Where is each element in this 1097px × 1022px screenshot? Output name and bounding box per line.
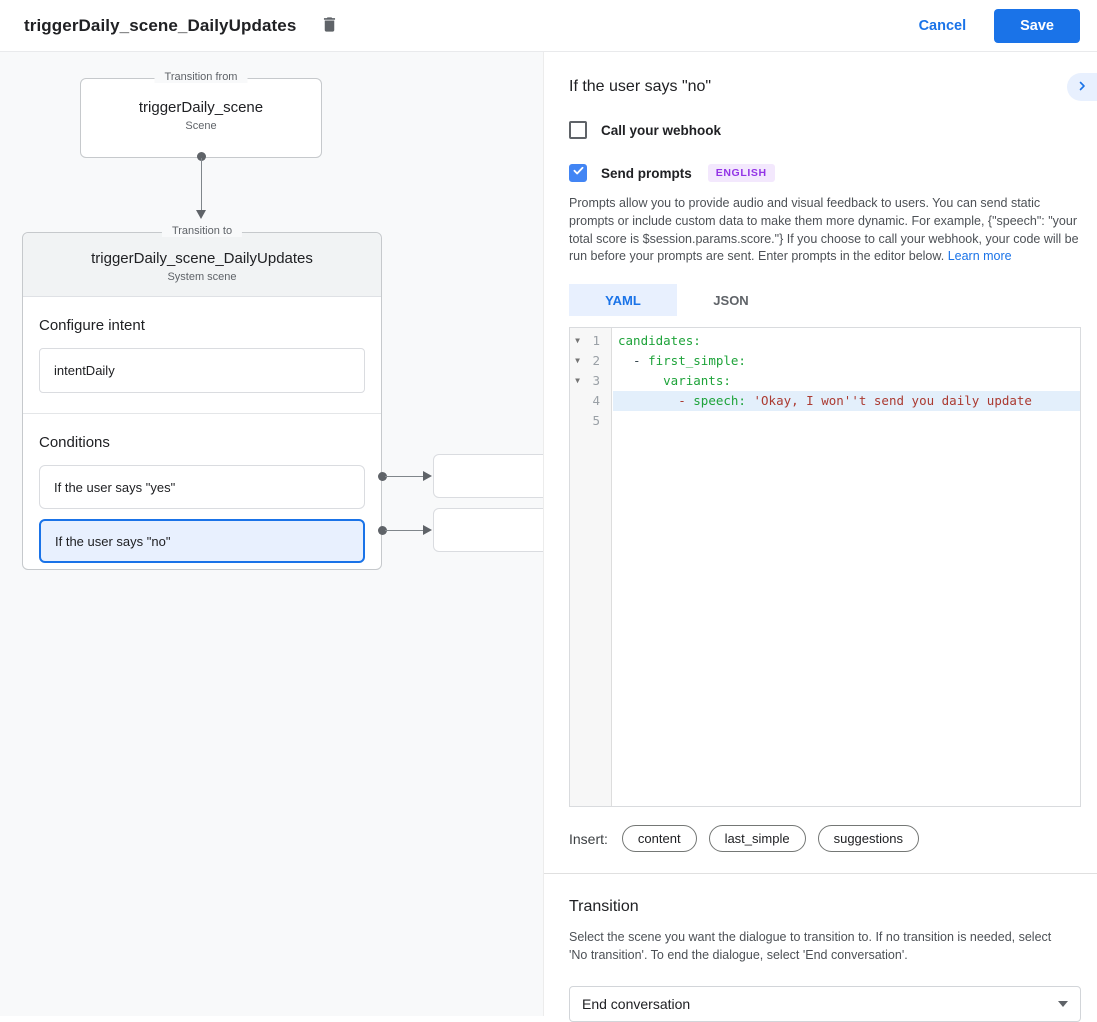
language-badge: ENGLISH [707, 164, 775, 182]
delete-button[interactable] [312, 9, 346, 43]
condition-yes-arrowhead-icon [423, 470, 432, 481]
webhook-option-row: Call your webhook [569, 121, 1080, 139]
panel-title: If the user says "no" [569, 78, 712, 95]
editor-format-tabs: YAML JSON [569, 284, 1080, 316]
trash-icon [320, 14, 339, 38]
intent-field[interactable]: intentDaily [39, 348, 365, 393]
webhook-label: Call your webhook [601, 122, 722, 138]
page-title: triggerDaily_scene_DailyUpdates [24, 15, 297, 35]
insert-chip-suggestions[interactable]: suggestions [817, 825, 919, 852]
line-number: 2 [592, 353, 600, 368]
connector-arrowhead-icon [196, 210, 206, 219]
prompt-code-editor[interactable]: ▼ 1 candidates: ▼ 2 - first_simple: ▼ 3 varian… [569, 327, 1081, 807]
from-scene-name: triggerDaily_scene [138, 99, 264, 116]
transition-from-label: Transition from [154, 71, 248, 83]
code-text: - first_simple: [618, 353, 746, 368]
fold-arrow-icon[interactable]: ▼ [575, 336, 580, 345]
transition-select-value: End conversation [582, 996, 691, 1013]
collapse-panel-button[interactable] [1067, 73, 1097, 101]
to-node-body: Configure intent intentDaily Conditions … [23, 317, 381, 563]
scene-flow-canvas: Transition from triggerDaily_scene Scene… [0, 52, 573, 1016]
to-scene-name: triggerDaily_scene_DailyUpdates [91, 250, 313, 267]
transition-select[interactable]: End conversation [569, 986, 1081, 1022]
code-text [613, 411, 1080, 431]
header-actions: Cancel Save [918, 8, 1080, 43]
editor-lines: ▼ 1 candidates: ▼ 2 - first_simple: ▼ 3 varian… [570, 328, 1080, 431]
connector-line [200, 158, 202, 211]
prompts-option-row: Send prompts ENGLISH [569, 164, 1080, 182]
condition-yes-edge [385, 475, 424, 477]
condition-no-arrowhead-icon [423, 524, 432, 535]
checkmark-icon [572, 164, 585, 182]
line-number: 1 [592, 333, 600, 348]
condition-no-edge [385, 529, 424, 531]
insert-chips: content last_simple suggestions [621, 825, 919, 852]
to-scene-type: System scene [167, 271, 237, 283]
transition-description: Select the scene you want the dialogue t… [569, 930, 1052, 963]
from-scene-type: Scene [185, 120, 217, 132]
transition-heading: Transition [569, 898, 639, 915]
insert-label: Insert: [569, 830, 608, 847]
code-text: candidates: [618, 333, 701, 348]
conditions-heading: Conditions [39, 434, 110, 451]
line-number: 4 [592, 393, 600, 408]
chevron-right-icon [1076, 80, 1088, 95]
tab-yaml[interactable]: YAML [569, 284, 677, 316]
line-number: 5 [592, 413, 600, 428]
editor-line[interactable]: 4 - speech: 'Okay, I won''t send you dai… [570, 391, 1080, 411]
insert-chip-last_simple[interactable]: last_simple [708, 825, 806, 852]
tab-json[interactable]: JSON [677, 284, 785, 316]
code-text: - speech: 'Okay, I won''t send you daily… [613, 391, 1080, 411]
condition-row-yes[interactable]: If the user says "yes" [39, 465, 365, 509]
fold-arrow-icon[interactable]: ▼ [575, 356, 580, 365]
condition-yes-port-dot [378, 471, 387, 481]
editor-line[interactable]: ▼ 2 - first_simple: [570, 351, 1080, 371]
editor-line[interactable]: ▼ 3 variants: [570, 371, 1080, 391]
insert-chip-content[interactable]: content [621, 825, 697, 852]
prompts-description-text: Prompts allow you to provide audio and v… [569, 196, 1079, 264]
editor-line[interactable]: ▼ 1 candidates: [570, 331, 1080, 351]
transition-to-node[interactable]: Transition to triggerDaily_scene_DailyUp… [22, 225, 382, 570]
transition-from-node[interactable]: Transition from triggerDaily_scene Scene [80, 71, 322, 158]
save-button[interactable]: Save [994, 8, 1080, 43]
editor-line[interactable]: 5 [570, 411, 1080, 431]
transition-to-label: Transition to [161, 225, 243, 237]
node-section-divider [23, 413, 381, 414]
dropdown-caret-icon [1058, 1001, 1068, 1008]
fold-spacer [570, 391, 585, 411]
prompts-description: Prompts allow you to provide audio and v… [569, 195, 1080, 266]
fold-spacer [570, 411, 585, 431]
configure-intent-heading: Configure intent [39, 317, 145, 334]
condition-row-no[interactable]: If the user says "no" [39, 519, 365, 563]
insert-toolbar: Insert: content last_simple suggestions [569, 825, 1080, 852]
header-bar: triggerDaily_scene_DailyUpdates Cancel S… [0, 0, 1097, 52]
condition-details-panel: If the user says "no" Call your webhook … [543, 52, 1097, 1022]
to-node-header: triggerDaily_scene_DailyUpdates System s… [23, 233, 381, 297]
fold-arrow-icon[interactable]: ▼ [575, 376, 580, 385]
editor-gutter [570, 328, 612, 806]
prompts-label: Send prompts [601, 165, 692, 181]
panel-section-divider [544, 873, 1097, 874]
cancel-button[interactable]: Cancel [918, 17, 967, 34]
prompts-checkbox[interactable] [569, 164, 587, 182]
learn-more-link[interactable]: Learn more [947, 249, 1012, 264]
webhook-checkbox[interactable] [569, 121, 587, 139]
connector-dot [197, 152, 206, 161]
condition-no-port-dot [378, 525, 387, 535]
line-number: 3 [592, 373, 600, 388]
code-text: variants: [663, 373, 731, 388]
